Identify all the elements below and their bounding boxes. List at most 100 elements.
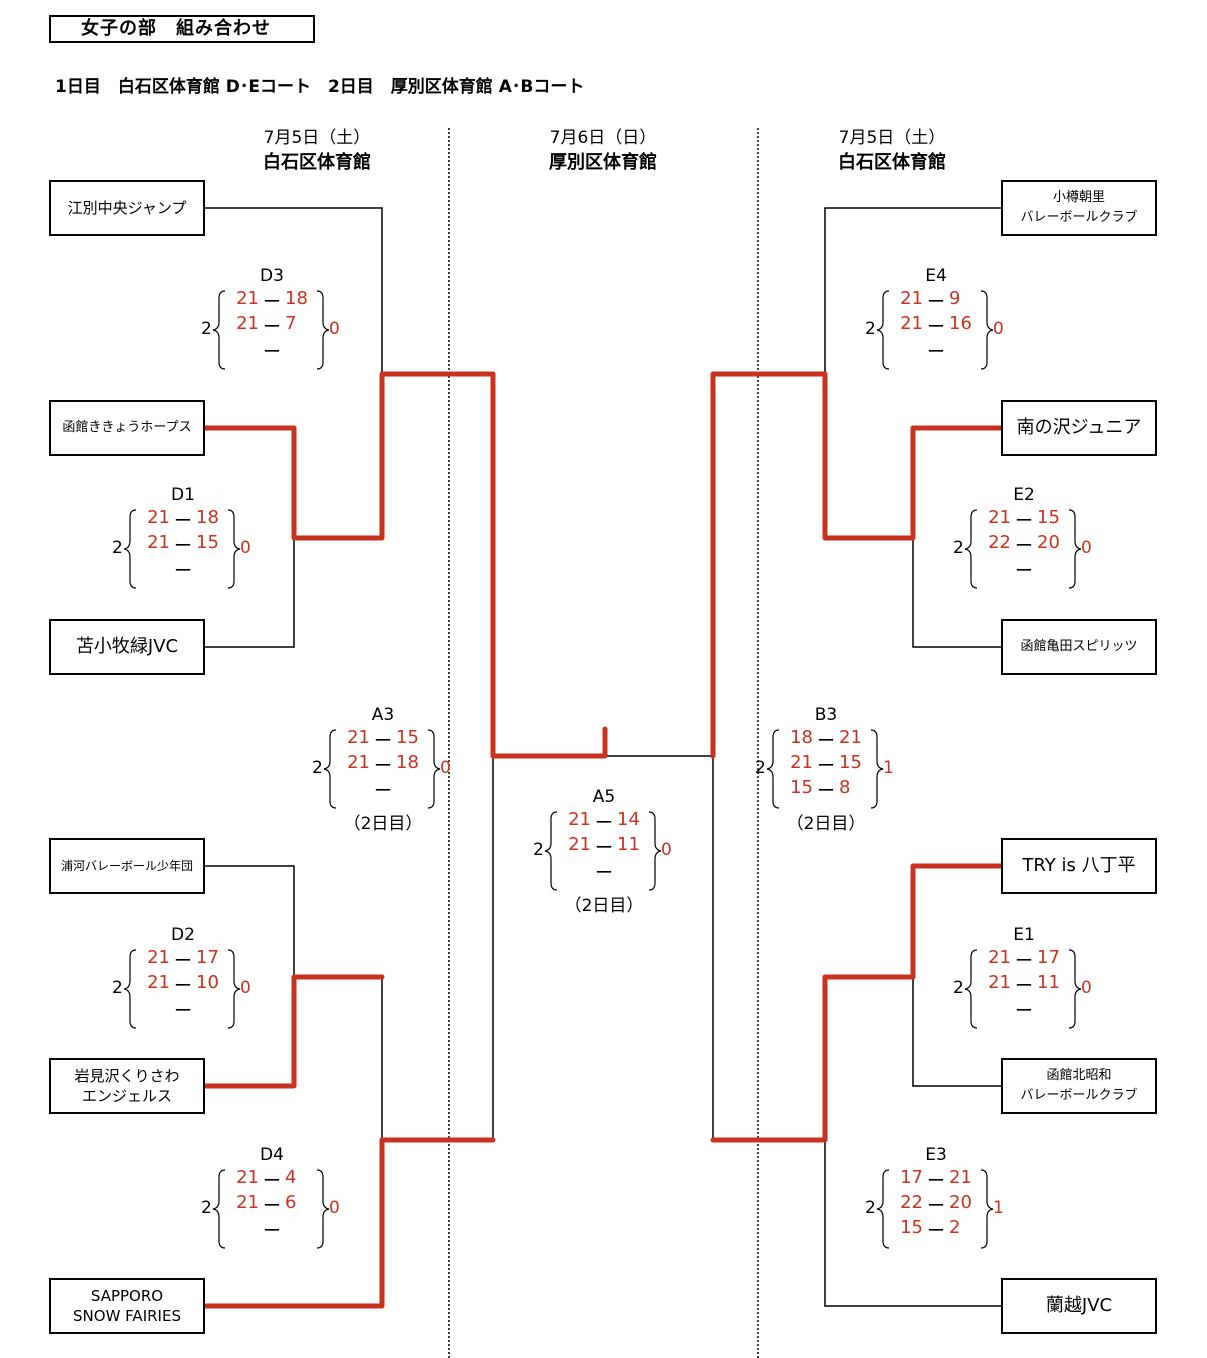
brace-left-icon: [964, 949, 978, 1029]
score-dash: ー: [374, 756, 392, 777]
sets-won-right: 0: [1081, 538, 1092, 558]
score-dash: ー: [174, 976, 192, 997]
winner-path: [202, 974, 385, 1089]
score-left: 21: [790, 752, 813, 773]
team-box: 函館北昭和 バレーボールクラブ: [1001, 1058, 1157, 1114]
score-right: 18: [285, 288, 308, 309]
brace-right-icon: [1068, 509, 1082, 589]
brace-right-icon: [648, 811, 662, 891]
brace-right-icon: [980, 1169, 994, 1249]
score-dash: ー: [927, 342, 945, 363]
score-right: 16: [949, 313, 972, 334]
match-code: D4: [260, 1145, 284, 1165]
game-row: ー: [949, 997, 1099, 1022]
column-header-day1-right: 7月5日（土） 白石区体育館: [782, 126, 1002, 176]
sets-won-right: 0: [240, 978, 251, 998]
bracket-line: [824, 1140, 1002, 1307]
score-dash: ー: [595, 838, 613, 859]
sets-won-left: 2: [755, 758, 766, 778]
column-venue: 厚別区体育館: [549, 152, 657, 173]
column-header-day1-left: 7月5日（土） 白石区体育館: [207, 126, 427, 176]
game-row: ー: [949, 557, 1099, 582]
score-left: 21: [147, 947, 170, 968]
brace-left-icon: [212, 290, 226, 370]
team-box: 岩見沢くりさわ エンジェルス: [49, 1058, 205, 1114]
team-box: 浦河バレーボール少年団: [49, 838, 205, 894]
schedule-subtitle: 1日目 白石区体育館 D･Eコート 2日目 厚別区体育館 A･Bコート: [55, 77, 585, 97]
sets-won-left: 2: [201, 1198, 212, 1218]
match-day-note: （2日目）: [343, 814, 423, 834]
match-day-note: （2日目）: [564, 896, 644, 916]
score-right: 15: [196, 532, 219, 553]
score-dash: ー: [1015, 951, 1033, 972]
brace-right-icon: [316, 290, 330, 370]
column-date: 7月5日（土）: [838, 128, 946, 148]
score-right: 18: [196, 507, 219, 528]
game-row: ー: [529, 859, 679, 884]
score-right: 6: [285, 1192, 297, 1213]
brace-left-icon: [766, 729, 780, 809]
score-left: 15: [900, 1217, 923, 1238]
score-right: 11: [617, 834, 640, 855]
match-code: D1: [171, 485, 195, 505]
game-row: ー: [308, 777, 458, 802]
team-box: 函館亀田スピリッツ: [1001, 619, 1157, 675]
team-box: 小樽朝里 バレーボールクラブ: [1001, 180, 1157, 236]
sets-won-left: 2: [112, 538, 123, 558]
score-left: 21: [568, 834, 591, 855]
page-title: 女子の部 組み合わせ: [49, 15, 315, 43]
score-right: 15: [839, 752, 862, 773]
bracket-line: [205, 865, 295, 977]
score-right: 15: [1037, 507, 1060, 528]
score-dash: ー: [595, 863, 613, 884]
score-left: 21: [147, 532, 170, 553]
score-left: 15: [790, 777, 813, 798]
team-name: 函館亀田スピリッツ: [1020, 639, 1138, 654]
brace-left-icon: [964, 509, 978, 589]
score-dash: ー: [817, 731, 835, 752]
score-dash: ー: [174, 561, 192, 582]
brace-left-icon: [544, 811, 558, 891]
score-right: 17: [196, 947, 219, 968]
match-code: A3: [371, 705, 395, 725]
bracket-winner-lines: [202, 371, 1005, 1309]
match-code: E2: [1013, 485, 1035, 505]
sets-won-right: 0: [240, 538, 251, 558]
column-date: 7月6日（日）: [549, 128, 657, 148]
winner-path: [202, 371, 608, 759]
match-code: E4: [925, 266, 947, 286]
sets-won-right: 0: [1081, 978, 1092, 998]
score-dash: ー: [817, 756, 835, 777]
column-venue: 白石区体育館: [263, 152, 371, 173]
sets-won-right: 0: [329, 1198, 340, 1218]
team-name: 函館ききょうホープス: [62, 420, 192, 435]
bracket-line: [912, 538, 1002, 648]
score-left: 21: [236, 288, 259, 309]
sets-won-left: 2: [312, 758, 323, 778]
score-left: 18: [790, 727, 813, 748]
sets-won-right: 1: [883, 758, 894, 778]
column-header-day2: 7月6日（日） 厚別区体育館: [493, 126, 713, 176]
brace-left-icon: [123, 509, 137, 589]
winner-path: [202, 1137, 496, 1309]
score-right: 10: [196, 972, 219, 993]
brace-right-icon: [427, 729, 441, 809]
score-dash: ー: [374, 731, 392, 752]
